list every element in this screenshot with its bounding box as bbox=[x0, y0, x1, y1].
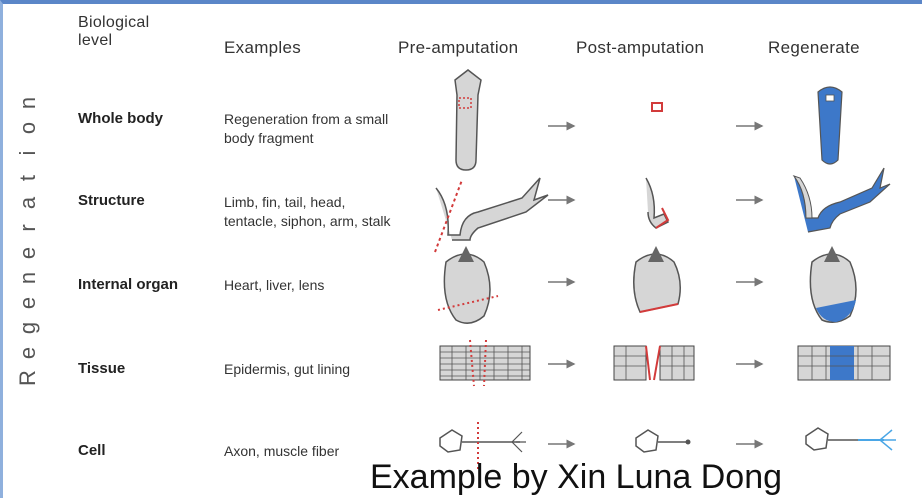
structure-regenerate-icon bbox=[794, 168, 890, 232]
cell-post-icon bbox=[636, 430, 691, 452]
whole-body-pre-icon bbox=[455, 70, 481, 170]
tissue-regenerate-icon bbox=[798, 346, 890, 380]
tissue-post-icon bbox=[614, 346, 694, 380]
tissue-pre-icon bbox=[440, 340, 530, 386]
organ-post-icon bbox=[634, 246, 681, 312]
organ-pre-icon bbox=[438, 246, 498, 323]
caption-overlay: Example by Xin Luna Dong bbox=[370, 458, 782, 497]
structure-post-icon bbox=[646, 178, 668, 228]
organ-regenerate-icon bbox=[810, 246, 856, 322]
cell-regenerate-icon bbox=[806, 428, 896, 450]
whole-body-post-icon bbox=[652, 103, 662, 111]
whole-body-regenerate-icon bbox=[818, 87, 842, 164]
structure-pre-icon bbox=[435, 178, 548, 252]
